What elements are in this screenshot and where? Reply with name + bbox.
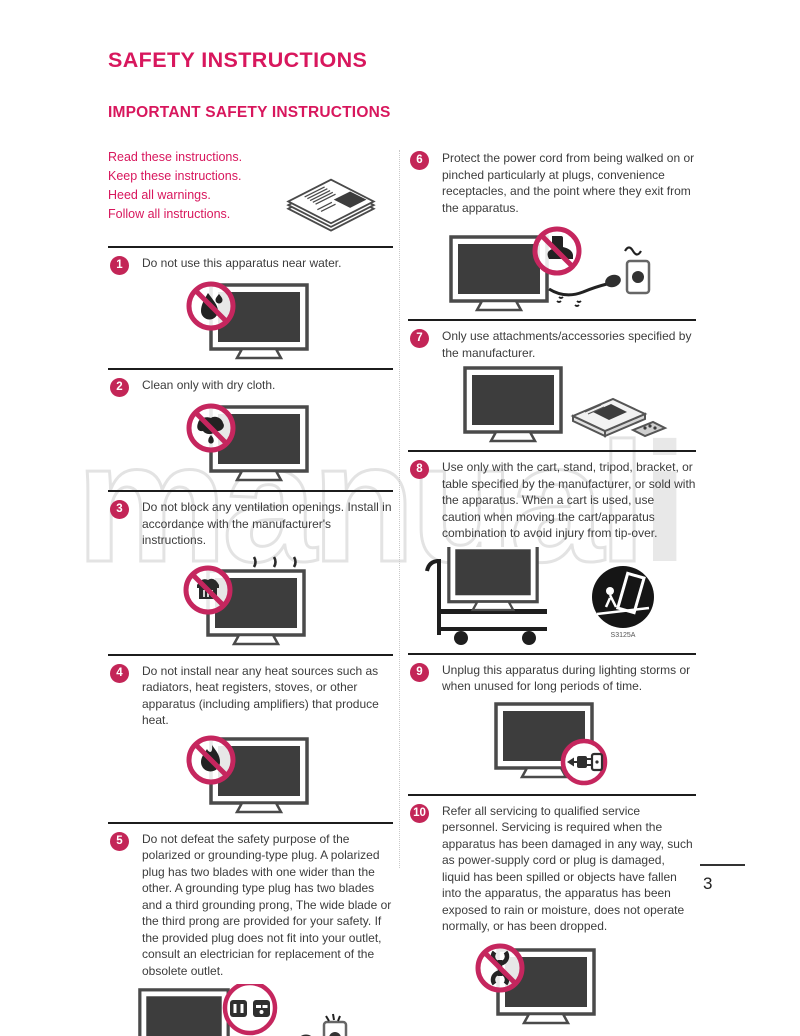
- intro-line: Keep these instructions.: [108, 169, 242, 183]
- column-divider: [399, 150, 400, 868]
- safety-item-10: 10 Refer all servicing to qualified serv…: [408, 793, 696, 1032]
- footer-rule: [700, 864, 745, 866]
- item-text: Do not use this apparatus near water.: [142, 256, 342, 270]
- item-text: Do not block any ventilation openings. I…: [142, 500, 392, 547]
- item-text: Protect the power cord from being walked…: [442, 151, 695, 215]
- unplug-tv-icon: [408, 700, 696, 788]
- item-text: Use only with the cart, stand, tripod, b…: [442, 460, 696, 540]
- item-number-badge: 3: [110, 500, 129, 519]
- safety-item-4: 4 Do not install near any heat sources s…: [108, 653, 393, 822]
- item-number-badge: 9: [410, 662, 429, 682]
- no-step-on-cord-tv-icon: [408, 221, 696, 313]
- section-title: IMPORTANT SAFETY INSTRUCTIONS: [108, 104, 391, 121]
- item-number-badge: 6: [410, 151, 429, 170]
- item-text: Do not defeat the safety purpose of the …: [142, 831, 392, 978]
- item-number-badge: 2: [110, 378, 129, 397]
- polarized-plug-outlet-tv-icon: [108, 980, 393, 1036]
- item-text: Do not install near any heat sources suc…: [142, 663, 379, 728]
- safety-item-8: 8 Use only with the cart, stand, tripod,…: [408, 450, 696, 653]
- item-number-badge: 10: [410, 803, 429, 823]
- item-number-badge: 4: [110, 663, 129, 683]
- item-number-badge: 1: [110, 256, 129, 275]
- tv-cart-tipover-warning-icon: S3125A: [408, 540, 696, 647]
- item-number-badge: 8: [410, 460, 429, 479]
- safety-item-9: 9 Unplug this apparatus during lighting …: [408, 652, 696, 794]
- safety-item-2: 2 Clean only with dry cloth.: [108, 368, 393, 490]
- left-column: Read these instructions. Keep these inst…: [108, 148, 393, 1036]
- no-self-service-tv-icon: [408, 940, 696, 1026]
- item-text: Unplug this apparatus during lighting st…: [442, 662, 691, 694]
- intro-line: Read these instructions.: [108, 150, 243, 164]
- item-text: Only use attachments/accessories specifi…: [442, 329, 692, 360]
- intro-line: Heed all warnings.: [108, 188, 211, 202]
- intro-block: Read these instructions. Keep these inst…: [108, 148, 393, 246]
- item-number-badge: 7: [410, 329, 429, 348]
- item-text: Clean only with dry cloth.: [142, 378, 276, 392]
- no-blocked-vents-tv-icon: [108, 554, 393, 648]
- safety-item-7: 7 Only use attachments/accessories speci…: [408, 319, 696, 450]
- item-number-badge: 5: [110, 831, 129, 851]
- safety-item-6: 6 Protect the power cord from being walk…: [408, 148, 696, 319]
- safety-item-3: 3 Do not block any ventilation openings.…: [108, 490, 393, 654]
- safety-item-1: 1 Do not use this apparatus near water.: [108, 246, 393, 368]
- tv-accessories-icon: [408, 366, 696, 444]
- intro-line: Follow all instructions.: [108, 207, 231, 221]
- dry-cloth-tv-icon: [108, 402, 393, 484]
- item-text: Refer all servicing to qualified service…: [442, 803, 693, 934]
- tipover-icon-caption: S3125A: [611, 632, 636, 639]
- page-title: SAFETY INSTRUCTIONS: [108, 48, 368, 72]
- safety-item-5: 5 Do not defeat the safety purpose of th…: [108, 821, 393, 1036]
- manual-book-icon: [281, 174, 381, 238]
- right-column: 6 Protect the power cord from being walk…: [408, 148, 696, 1032]
- no-heat-source-tv-icon: [108, 734, 393, 816]
- no-water-tv-icon: [108, 280, 393, 362]
- page-number: 3: [703, 874, 713, 893]
